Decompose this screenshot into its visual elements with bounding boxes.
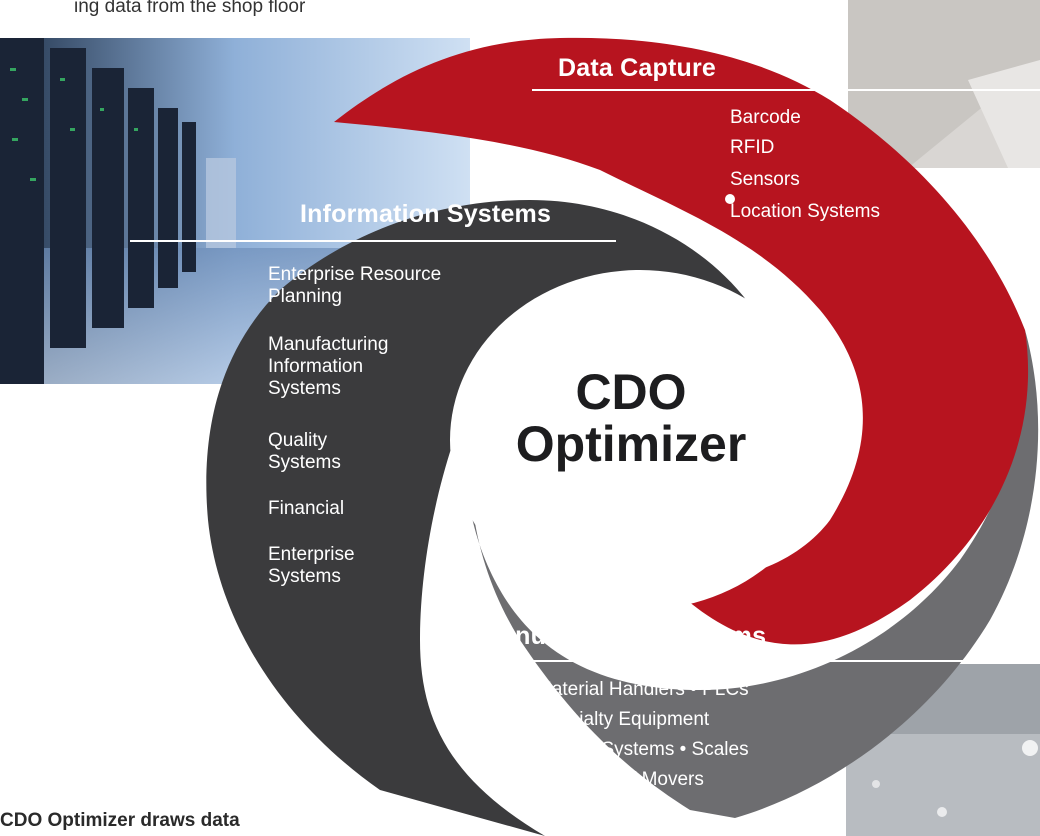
info-item-financial: Financial (268, 498, 345, 519)
center-title: CDO Optimizer (486, 366, 776, 470)
mfg-item-fork-truck: Fork Truck / Movers (536, 769, 704, 790)
mfg-item-material-handlers: Material Handlers • PLCs (536, 679, 749, 700)
manufacturing-systems-title: Manufacturing Systems (480, 622, 767, 650)
info-item-erp: Enterprise Resource Planning (268, 264, 442, 307)
mfg-item-sorting: Sorting Systems • Scales (536, 739, 749, 760)
data-capture-arc (334, 37, 1029, 645)
dot-icon (725, 194, 735, 204)
center-title-line1: CDO (575, 364, 687, 420)
data-capture-item-sensors: Sensors (730, 169, 800, 190)
info-item-mis: Manufacturing Information Systems (268, 334, 389, 399)
data-capture-rule (532, 89, 1040, 91)
top-caption: ing data from the shop floor (74, 0, 306, 17)
information-systems-arc (206, 200, 748, 836)
data-capture-item-location: Location Systems (730, 201, 880, 222)
center-circle (450, 270, 830, 610)
manufacturing-systems-arc (465, 330, 1039, 818)
data-capture-item-barcode: Barcode (730, 107, 801, 128)
manufacturing-systems-rule (474, 660, 1040, 662)
center-title-line2: Optimizer (515, 416, 747, 472)
info-item-quality: Quality Systems (268, 430, 341, 473)
information-systems-title: Information Systems (300, 200, 552, 228)
information-systems-rule (130, 240, 616, 242)
bottom-caption: CDO Optimizer draws data (0, 810, 240, 831)
mfg-item-specialty: Specialty Equipment (536, 709, 710, 730)
data-capture-title: Data Capture (558, 54, 716, 82)
info-item-enterprise: Enterprise Systems (268, 544, 355, 587)
data-capture-item-rfid: RFID (730, 137, 775, 158)
